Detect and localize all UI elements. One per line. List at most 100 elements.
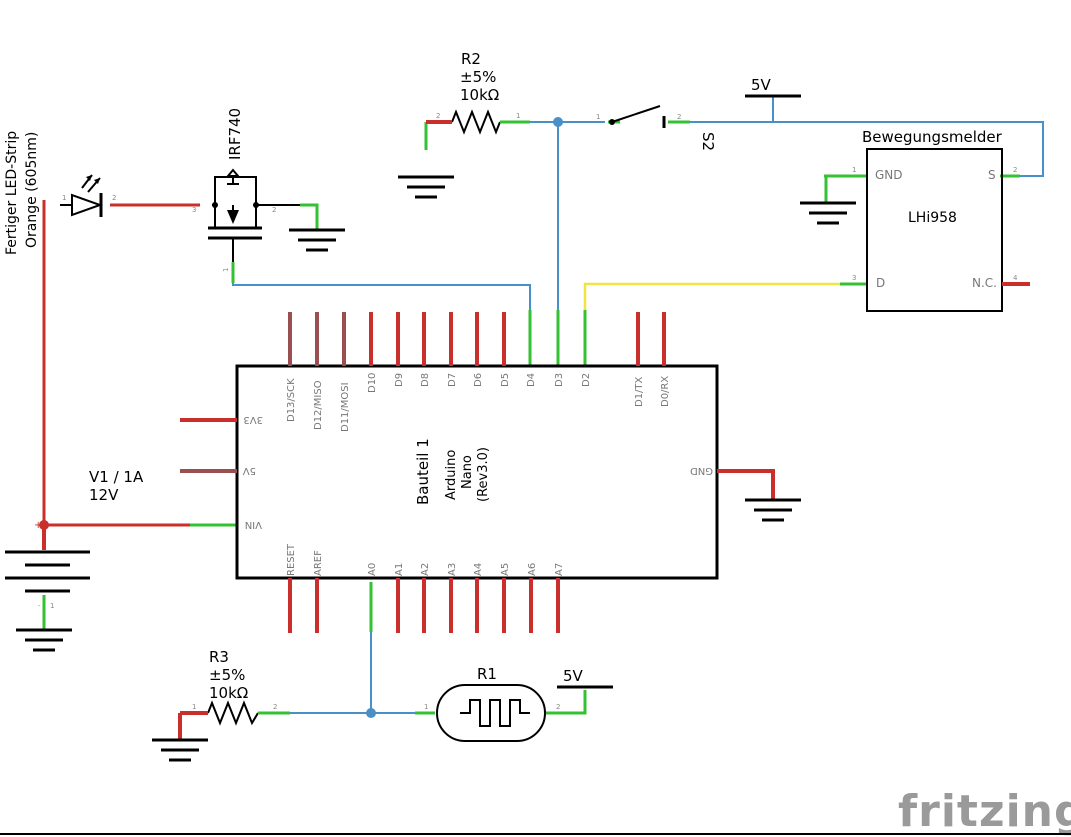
arduino-leg-gnd xyxy=(717,469,775,500)
r2-tolerance: ±5% xyxy=(460,68,496,86)
pin-label-d12: D12/MISO xyxy=(313,380,324,430)
pin-label-d13: D13/SCK xyxy=(286,378,297,422)
arduino-nano[interactable]: D13/SCK D12/MISO D11/MOSI D10 D9 D8 D7 D… xyxy=(180,312,801,633)
s2-contact-1 xyxy=(609,119,615,125)
pin-label-d3: D3 xyxy=(554,373,565,387)
sensor-pin-nc: N.C. xyxy=(972,276,997,290)
s2-pin2: 2 xyxy=(677,113,681,121)
pin-label-reset: RESET xyxy=(286,543,297,576)
battery-minus: - xyxy=(38,602,41,610)
pin-label-d5: D5 xyxy=(500,373,511,387)
r3-pin2: 2 xyxy=(273,703,277,711)
photoresistor-r1[interactable]: 1 2 R1 xyxy=(424,665,560,742)
r2-zigzag xyxy=(451,109,501,135)
pin-label-d1: D1/TX xyxy=(634,376,645,407)
s2-pin1: 1 xyxy=(596,113,600,121)
mosfet-pin3: 3 xyxy=(192,206,196,214)
sensor-pinnum-s: 2 xyxy=(1013,166,1017,174)
r2-pin1: 1 xyxy=(516,112,520,120)
junction-battery[interactable] xyxy=(39,520,49,530)
junction-r2-d3[interactable] xyxy=(553,117,563,127)
wire-mosfet-gate-to-d4[interactable] xyxy=(232,283,531,315)
mosfet-pin1: 1 xyxy=(222,268,230,272)
r1-serpentine xyxy=(460,699,530,727)
resistor-r2[interactable]: 2 1 R2 ±5% 10kΩ xyxy=(426,50,530,135)
pin-label-a6: A6 xyxy=(527,563,538,576)
pin-label-5v: 5V xyxy=(243,465,256,476)
battery-name: V1 / 1A xyxy=(89,468,144,486)
sensor-pinnum-gnd: 1 xyxy=(852,166,856,174)
mosfet-pin2: 2 xyxy=(272,206,276,214)
battery-voltage: 12V xyxy=(89,486,119,504)
sensor-pin-d: D xyxy=(876,276,885,290)
fritzing-logo: fritzing xyxy=(898,786,1071,837)
ground-r3 xyxy=(152,713,208,762)
sensor-title: Bewegungsmelder xyxy=(862,128,1003,146)
pin-label-d0: D0/RX xyxy=(660,376,671,407)
supply-5v-top-label: 5V xyxy=(751,76,772,94)
pin-label-d8: D8 xyxy=(420,373,431,387)
r1-name: R1 xyxy=(477,665,497,683)
arduino-model-2: Nano xyxy=(460,455,475,489)
r2-name: R2 xyxy=(461,50,481,68)
pin-label-d2: D2 xyxy=(581,373,592,387)
sensor-pinnum-nc: 4 xyxy=(1013,274,1018,282)
pin-label-a4: A4 xyxy=(473,563,484,576)
mosfet-irf740[interactable]: IRF740 3 2 1 xyxy=(192,108,300,272)
mosfet-dot-1 xyxy=(212,202,218,208)
arduino-model-1: Arduino xyxy=(444,450,459,500)
junction-a0[interactable] xyxy=(366,708,376,718)
pin-label-aref: AREF xyxy=(313,550,324,576)
pin-label-a5: A5 xyxy=(500,563,511,576)
pin-label-d10: D10 xyxy=(367,373,378,393)
mosfet-name: IRF740 xyxy=(226,108,244,160)
ground-r2 xyxy=(398,175,454,199)
wires xyxy=(42,96,1044,715)
led-triangle xyxy=(71,193,103,217)
mosfet-dot-2 xyxy=(253,202,259,208)
pin-label-a0: A0 xyxy=(367,563,378,576)
mosfet-drain-source xyxy=(212,176,300,206)
pin-label-a1: A1 xyxy=(394,563,405,576)
pin-label-vin: VIN xyxy=(245,519,262,530)
wire-5v-switch-sensor[interactable] xyxy=(680,121,1044,177)
sensor-model: LHi958 xyxy=(908,210,957,226)
s2-lever xyxy=(611,105,661,123)
led-strip[interactable]: 1 2 Fertiger LED-Strip Orange (605nm) xyxy=(4,131,116,255)
pin-label-d9: D9 xyxy=(394,373,405,387)
wire-sensor-d-to-d2[interactable] xyxy=(583,282,845,315)
mosfet-zener xyxy=(225,168,241,185)
motion-sensor[interactable]: Bewegungsmelder LHi958 GND S D N.C. 1 2 … xyxy=(852,128,1030,312)
r2-value: 10kΩ xyxy=(460,86,499,104)
pin-label-3v3: 3V3 xyxy=(243,414,263,425)
pin-label-a2: A2 xyxy=(420,563,431,576)
r1-body xyxy=(436,684,546,742)
led-ray-heads xyxy=(86,175,100,184)
battery-v1[interactable]: + - 1 V1 / 1A 12V xyxy=(5,468,144,630)
resistor-r3[interactable]: 1 2 R3 ±5% 10kΩ xyxy=(180,648,285,726)
arduino-top-legs xyxy=(288,312,666,366)
ground-mosfet xyxy=(289,228,345,252)
switch-s2[interactable]: 1 2 S2 xyxy=(596,105,717,151)
ground-battery xyxy=(16,628,72,652)
sensor-pinnum-d: 3 xyxy=(852,274,856,282)
pin-label-d6: D6 xyxy=(473,373,484,387)
r3-pin1: 1 xyxy=(192,703,196,711)
sensor-pin-gnd: GND xyxy=(875,168,903,182)
supply-5v-bottom-label: 5V xyxy=(563,667,584,685)
pin-label-a7: A7 xyxy=(554,563,565,576)
led-pin2: 2 xyxy=(112,194,116,202)
supply-5v-top: 5V xyxy=(745,76,801,98)
pin-label-a3: A3 xyxy=(447,563,458,576)
arduino-model-3: (Rev3.0) xyxy=(476,447,491,502)
led-label-1: Fertiger LED-Strip xyxy=(4,131,20,255)
r3-zigzag xyxy=(207,700,259,726)
mosfet-diode-arrow xyxy=(227,210,239,224)
r1-pin2: 2 xyxy=(556,703,560,711)
sensor-body xyxy=(866,148,1003,312)
battery-plus: + xyxy=(34,520,42,531)
ground-arduino xyxy=(745,498,801,522)
ground-sensor xyxy=(800,176,856,225)
led-label-2: Orange (605nm) xyxy=(24,132,40,248)
